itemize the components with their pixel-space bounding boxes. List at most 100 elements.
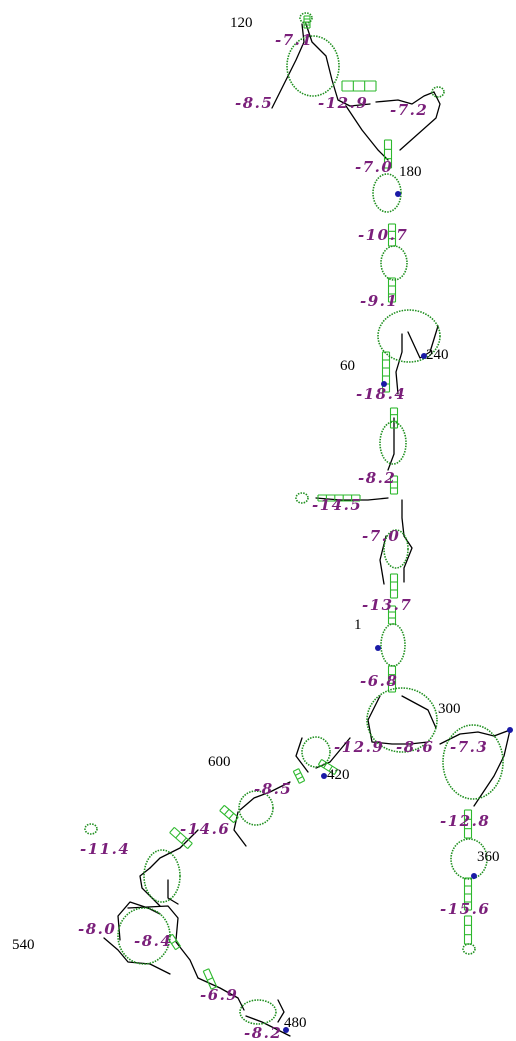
free-energy-label: -11.4 [80, 840, 130, 858]
backbone-strand [345, 105, 389, 161]
loop-region [239, 999, 277, 1025]
stem-rail [169, 832, 189, 850]
stem-rail [298, 768, 306, 781]
marker-layer [283, 191, 513, 1033]
backbone-strand [379, 535, 387, 585]
free-energy-label: -9.1 [360, 292, 398, 310]
position-label: 600 [208, 754, 231, 770]
position-label: 300 [438, 701, 461, 717]
loop-region [143, 849, 181, 903]
position-label: 540 [12, 937, 35, 953]
loop-region [117, 907, 171, 965]
free-energy-label: -12.9 [318, 94, 368, 112]
backbone-strand [403, 535, 413, 583]
backbone-strand [399, 91, 441, 151]
backbone-strand [315, 497, 389, 501]
loop-region [462, 943, 476, 955]
free-energy-label: -18.4 [356, 385, 406, 403]
loop-region [238, 790, 274, 826]
base-pair [175, 832, 181, 839]
stem-rail [173, 826, 193, 844]
backbone-strand [401, 695, 437, 729]
base-pair [187, 843, 193, 849]
free-energy-label: -8.5 [235, 94, 273, 112]
base-pair [228, 812, 235, 820]
loop-region [366, 687, 438, 753]
backbone-strand [239, 781, 291, 811]
position-marker [421, 353, 427, 359]
free-energy-label: -7.3 [450, 738, 488, 756]
base-pair [211, 986, 217, 990]
base-pair [299, 780, 305, 784]
position-label: 120 [230, 15, 253, 31]
backbone-strand [127, 905, 179, 941]
backbone-strand [367, 695, 429, 745]
position-marker [395, 191, 401, 197]
base-pair [207, 977, 213, 981]
base-pair [181, 837, 187, 844]
free-energy-label: -8.4 [134, 932, 172, 950]
backbone-strand [103, 937, 171, 975]
backbone-strand [375, 91, 435, 105]
base-pair-layer [167, 15, 473, 990]
free-energy-label: -7.0 [355, 158, 393, 176]
base-pair [293, 768, 299, 772]
position-marker [283, 1027, 289, 1033]
backbone-strand [295, 737, 309, 773]
loop-region [295, 492, 309, 504]
free-energy-label: -8.6 [396, 738, 434, 756]
label-layer: -7.1 -8.5 -12.9 -7.2 -7.0 -10.7 -9.1 -18.4 -8.2 -… [12, 15, 500, 1041]
backbone-strand [271, 23, 305, 109]
base-pair [323, 762, 328, 769]
backbone-strand [395, 333, 403, 395]
loop-region [299, 12, 313, 24]
free-energy-label: -12.8 [440, 812, 490, 830]
free-energy-label: -8.2 [358, 469, 396, 487]
stem-rail [219, 810, 235, 824]
backbone-strand [387, 417, 395, 471]
loop-region [377, 309, 441, 363]
position-label: 420 [327, 767, 350, 783]
free-energy-label: -7.2 [390, 101, 428, 119]
position-marker [381, 381, 387, 387]
free-energy-label: -13.7 [362, 596, 412, 614]
base-pair [333, 769, 339, 775]
free-energy-label: -8.5 [254, 780, 292, 798]
free-energy-label: -14.5 [312, 496, 362, 514]
position-label: 1 [354, 617, 362, 633]
free-energy-label: -7.1 [275, 31, 313, 49]
position-label: 480 [284, 1015, 307, 1031]
backbone-strand [167, 879, 179, 905]
backbone-strand [149, 829, 199, 869]
backbone-strand [245, 1015, 291, 1037]
backbone-layer [103, 23, 511, 1037]
loop-region [84, 823, 98, 835]
loop-region [286, 35, 340, 97]
position-marker [507, 727, 513, 733]
loop-region [380, 623, 406, 667]
base-pair [233, 816, 239, 824]
position-label: 360 [477, 849, 500, 865]
loop-region [301, 736, 331, 768]
loop-layer [84, 12, 504, 1025]
base-pair [171, 939, 177, 945]
loop-region [450, 838, 488, 880]
backbone-strand [305, 23, 371, 107]
loop-region [379, 421, 407, 465]
backbone-strand [139, 867, 161, 907]
free-energy-label: -15.6 [440, 900, 490, 918]
stem-rail [223, 804, 239, 818]
free-energy-label: -6.8 [360, 672, 398, 690]
backbone-strand [439, 729, 511, 745]
free-energy-label: -8.2 [244, 1024, 282, 1041]
base-pair [297, 776, 303, 780]
loop-region [383, 529, 409, 569]
free-energy-label: -7.0 [362, 527, 400, 545]
position-label: 60 [340, 358, 355, 374]
base-pair [219, 804, 225, 812]
base-pair [328, 765, 333, 772]
backbone-strand [175, 941, 199, 979]
stem-rail [292, 771, 300, 784]
free-energy-label: -10.7 [358, 226, 408, 244]
